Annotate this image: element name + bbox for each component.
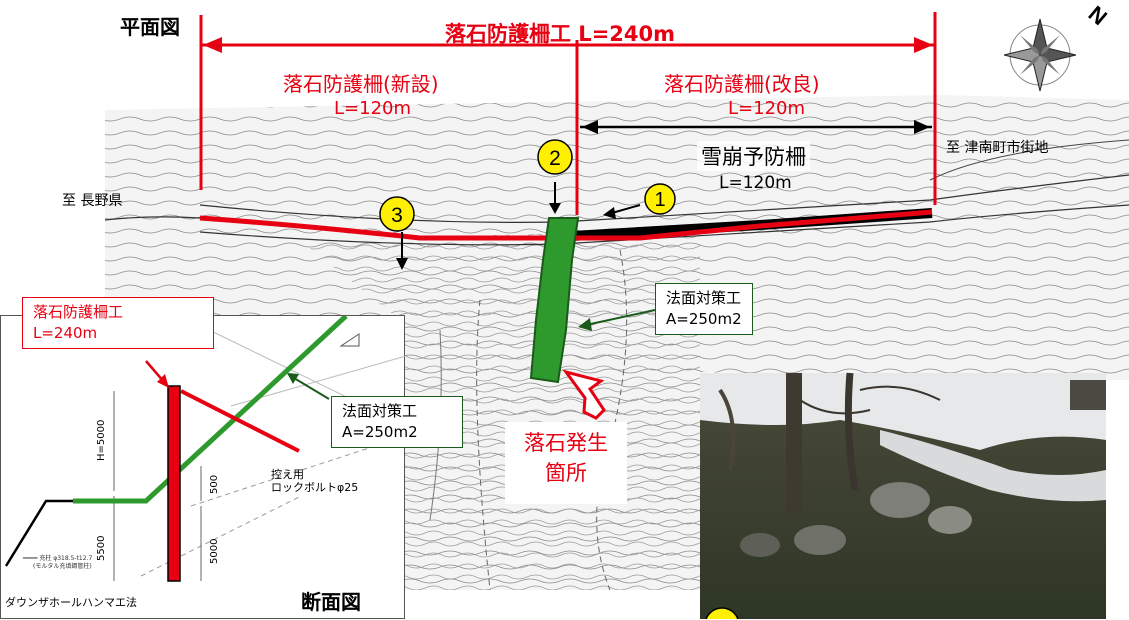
section-fence-length: L=240m	[33, 324, 98, 342]
plan-slope-title: 法面対策工	[666, 289, 742, 307]
svg-text:3: 3	[391, 204, 403, 227]
section-slope-callout: 法面対策工 A=250m2	[331, 396, 463, 448]
section-slope-line	[73, 316, 348, 504]
svg-text:(モルタル充填鋼管柱): (モルタル充填鋼管柱)	[33, 562, 92, 570]
anchor-label-1: 控え用	[271, 468, 304, 481]
destination-right: 至 津南町市街地	[946, 140, 1049, 156]
slope-area	[529, 217, 580, 384]
plan-slope-area: A=250m2	[666, 310, 742, 328]
svg-text:━━━━ 充柱 φ318.5-t12.7: ━━━━ 充柱 φ318.5-t12.7	[22, 554, 92, 562]
marker-1: 1	[644, 183, 676, 215]
plan-slope-callout: 法面対策工 A=250m2	[655, 283, 753, 335]
avalanche-fence-length: L=120m	[719, 173, 792, 193]
svg-text:1: 1	[654, 189, 665, 211]
rockfall-fence-line	[199, 209, 933, 241]
arrowhead-left	[203, 37, 222, 53]
plan-title: 平面図	[120, 15, 180, 39]
anchor-label: 控え用 ロックボルトφ25	[271, 468, 358, 494]
destination-left: 至 長野県	[62, 193, 123, 209]
right-section-name: 落石防護柵(改良)	[664, 72, 820, 96]
section-slope-title: 法面対策工	[342, 402, 418, 420]
right-section-length: L=120m	[728, 98, 806, 119]
anchor-line	[180, 389, 300, 453]
section-fence-title: 落石防護柵工	[33, 303, 124, 321]
section-panel: ━━━━ 充柱 φ318.5-t12.7 (モルタル充填鋼管柱) H=5000 …	[0, 315, 463, 619]
arrowhead-right	[914, 37, 933, 53]
rockfall-site-arrow	[562, 369, 606, 420]
section-method: ダウンザホールハンマエ法	[5, 596, 137, 609]
avalanche-fence-name: 雪崩予防柵	[697, 141, 810, 171]
rockfall-site-label: 落石発生 箇所	[505, 422, 627, 504]
marker-3: 3	[379, 196, 415, 232]
left-section-length: L=120m	[334, 98, 412, 119]
total-length-label: 落石防護柵工 L=240m	[445, 22, 676, 46]
section-drawing: ━━━━ 充柱 φ318.5-t12.7 (モルタル充填鋼管柱)	[4, 316, 406, 582]
rockfall-site-line1: 落石発生	[524, 431, 608, 455]
section-slope-area: A=250m2	[342, 423, 418, 441]
marker-2: 2	[537, 139, 573, 175]
left-section-name: 落石防護柵(新設)	[283, 72, 439, 96]
svg-text:2: 2	[549, 147, 561, 170]
section-title: 断面図	[301, 590, 361, 614]
rockfall-site-line2: 箇所	[545, 461, 587, 485]
section-fence-callout: 落石防護柵工 L=240m	[22, 297, 214, 349]
anchor-label-2: ロックボルトφ25	[271, 481, 359, 494]
fence-post	[167, 385, 181, 582]
